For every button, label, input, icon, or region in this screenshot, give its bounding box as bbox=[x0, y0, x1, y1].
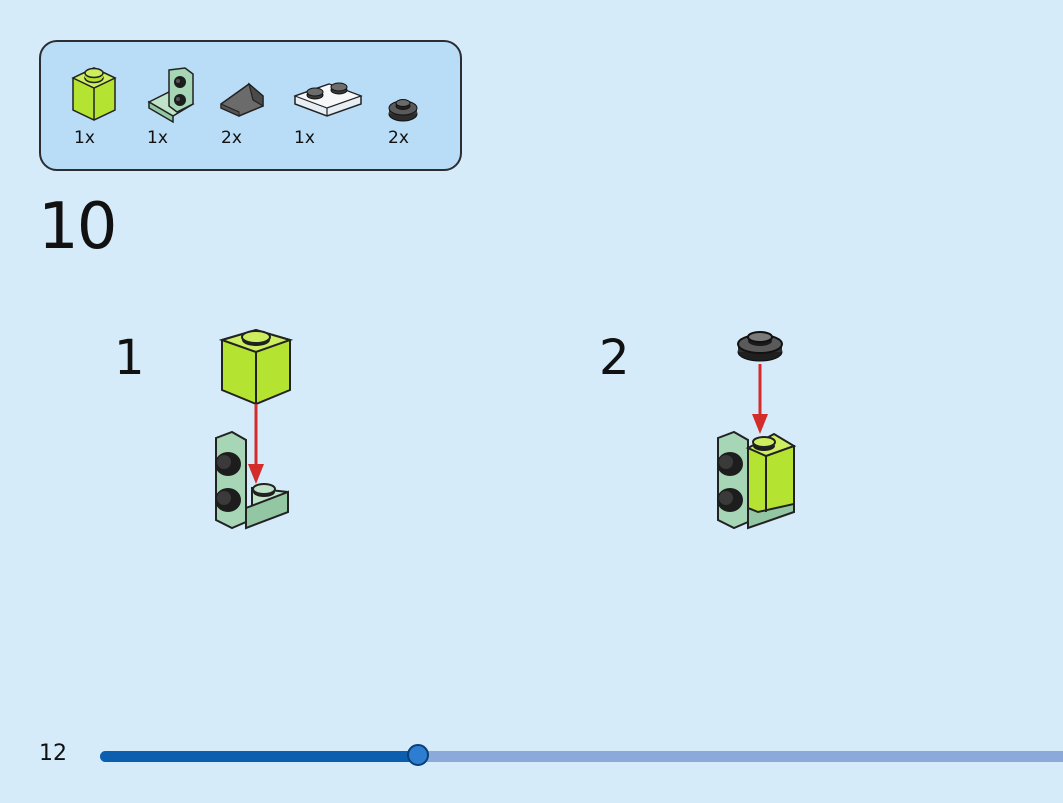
progress-knob[interactable] bbox=[407, 744, 429, 766]
sub-step-2-illustration bbox=[714, 322, 804, 536]
quantity-label: 1x bbox=[74, 128, 95, 148]
step-number: 10 bbox=[38, 190, 117, 264]
transparent-1x2-plate-icon bbox=[293, 78, 363, 120]
lime-brick-icon bbox=[218, 328, 294, 406]
sub-step-1-illustration bbox=[212, 322, 296, 536]
page-number: 12 bbox=[39, 741, 67, 766]
progress-track bbox=[100, 744, 1063, 766]
sand-green-bracket-icon bbox=[215, 430, 289, 530]
quantity-label: 1x bbox=[147, 128, 168, 148]
sub-step-1-label: 1 bbox=[114, 330, 145, 386]
sub-step-2-label: 2 bbox=[599, 330, 630, 386]
black-round-plate-icon bbox=[737, 331, 783, 362]
quantity-label: 1x bbox=[294, 128, 315, 148]
quantity-label: 2x bbox=[221, 128, 242, 148]
sand-green-bracket-icon bbox=[147, 66, 195, 124]
dark-gray-slope-icon bbox=[219, 82, 267, 120]
black-round-plate-icon bbox=[387, 96, 419, 124]
arrow-icon bbox=[248, 404, 264, 484]
arrow-icon bbox=[752, 364, 768, 434]
parts-list-box: 1x 1x 2x 1x bbox=[39, 40, 462, 171]
lime-1x1-brick-icon bbox=[71, 66, 117, 122]
quantity-label: 2x bbox=[388, 128, 409, 148]
progress-fill bbox=[100, 751, 418, 762]
assembled-bracket-brick-icon bbox=[717, 430, 797, 530]
